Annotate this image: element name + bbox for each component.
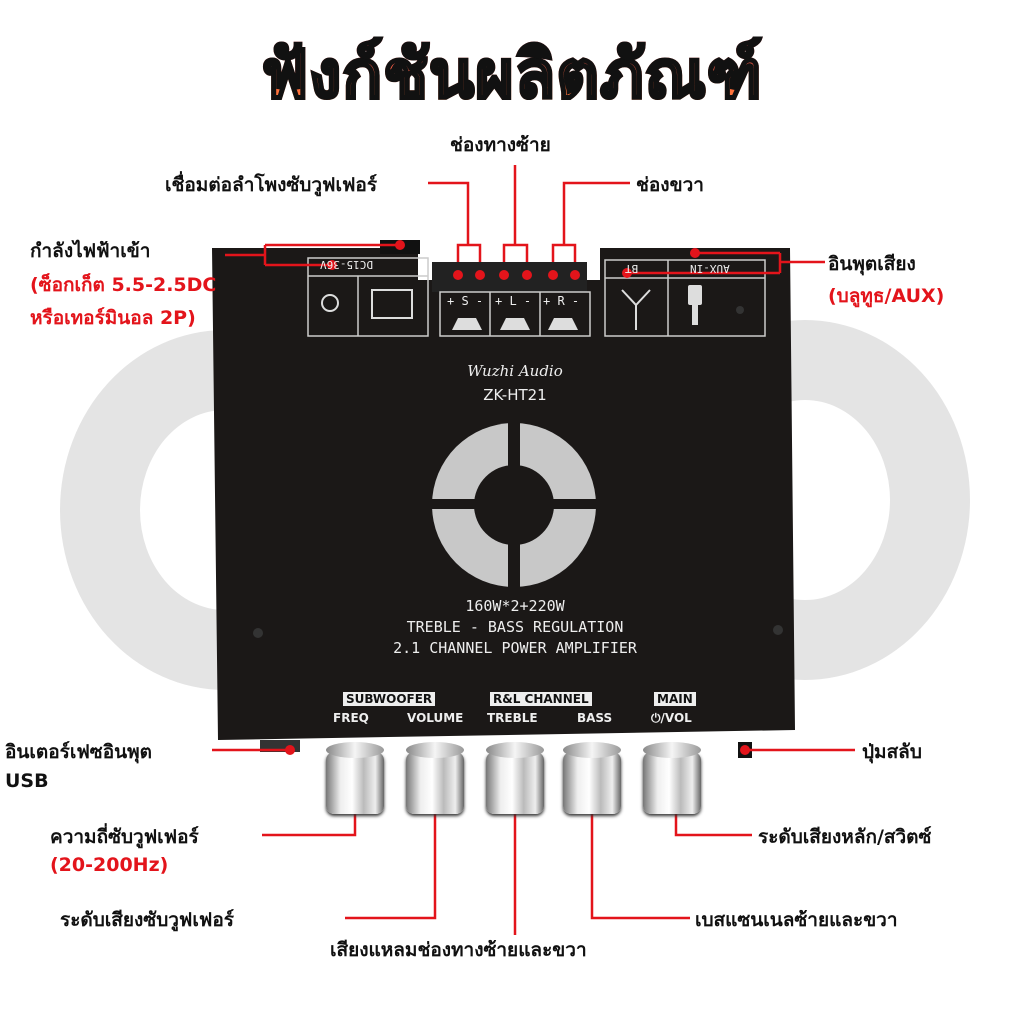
callout-power-detail-1: (ซ็อกเก็ต 5.5-2.5DC	[30, 274, 217, 296]
control-main-vol: ⏻/VOL	[651, 711, 692, 725]
aux-label: AUX-IN	[690, 262, 730, 275]
bass-knob[interactable]	[563, 742, 621, 814]
bt-label: BT	[625, 262, 639, 275]
callout-audio-in: อินพุตเสียง	[828, 253, 916, 275]
speaker-label-r: + R -	[543, 294, 580, 308]
callout-left-channel: ช่องทางซ้าย	[450, 134, 551, 156]
sub-volume-knob[interactable]	[406, 742, 464, 814]
callout-audio-in-detail: (บลูทูธ/AUX)	[828, 285, 945, 307]
callout-subwoofer-out: เชื่อมต่อลำโพงซับวูฟเฟอร์	[165, 174, 378, 196]
callout-right-channel: ช่องขวา	[636, 174, 704, 196]
callout-sub-freq: ความถี่ซับวูฟเฟอร์	[50, 826, 199, 848]
callout-main-volume: ระดับเสียงหลัก/สวิตซ์	[758, 826, 932, 848]
control-freq: FREQ	[333, 711, 369, 725]
callout-sub-volume: ระดับเสียงซับวูฟเฟอร์	[60, 909, 234, 931]
spec-line-3: 2.1 CHANNEL POWER AMPLIFIER	[393, 639, 637, 657]
group-subwoofer: SUBWOOFER	[343, 692, 436, 706]
callout-bass: เบสแซนเนลซ้ายและขวา	[695, 909, 898, 931]
speaker-label-s: + S -	[447, 294, 484, 308]
group-rl-channel: R&L CHANNEL	[490, 692, 592, 706]
control-treble: TREBLE	[487, 711, 538, 725]
callout-power-detail-2: หรือเทอร์มินอล 2P)	[30, 307, 196, 329]
callout-treble: เสียงแหลมช่องทางซ้ายและขวา	[330, 939, 587, 961]
control-volume: VOLUME	[407, 711, 464, 725]
callout-power-in: กำลังไฟฟ้าเข้า	[30, 240, 151, 262]
treble-knob[interactable]	[486, 742, 544, 814]
spec-line-1: 160W*2+220W	[465, 597, 565, 615]
callout-sub-freq-range: (20-200Hz)	[50, 854, 169, 876]
control-bass: BASS	[577, 711, 613, 725]
freq-knob[interactable]	[326, 742, 384, 814]
callout-usb-2: USB	[5, 770, 49, 792]
model-label: ZK-HT21	[483, 386, 547, 404]
page-title: ฟังก์ชันผลิตภัณฑ์	[0, 22, 1024, 127]
speaker-label-l: + L -	[495, 294, 532, 308]
spec-line-2: TREBLE - BASS REGULATION	[406, 618, 624, 636]
main-volume-knob[interactable]	[643, 742, 701, 814]
callout-switch: ปุ่มสลับ	[862, 741, 922, 763]
power-label: DC15-36V	[320, 258, 373, 271]
group-main: MAIN	[654, 692, 696, 706]
brand-logo: Wuzhi Audio	[467, 362, 563, 380]
callout-usb-1: อินเตอร์เฟซอินพุต	[5, 741, 152, 763]
